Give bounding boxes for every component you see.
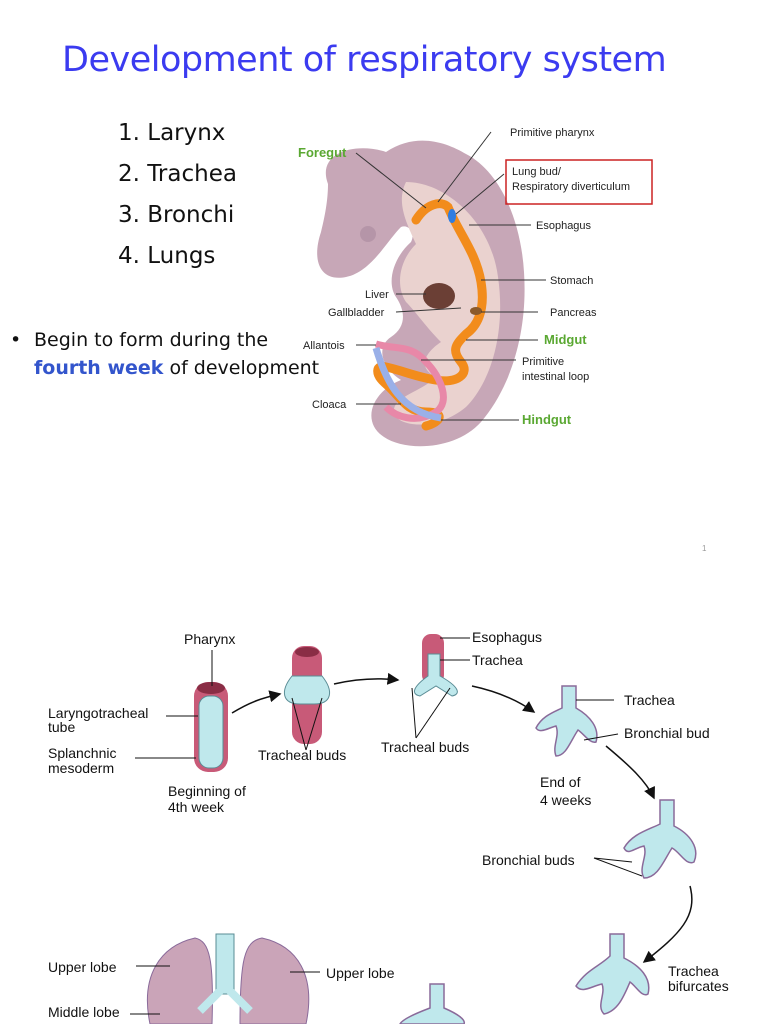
label-tracheal-buds-b: Tracheal buds xyxy=(381,739,469,755)
label-tracheal-buds-a: Tracheal buds xyxy=(258,747,346,763)
bullet-prefix: Begin to form during the xyxy=(34,329,269,351)
label-end-1: End of xyxy=(540,774,581,790)
label-hindgut: Hindgut xyxy=(522,412,572,427)
label-bronchial-buds: Bronchial buds xyxy=(482,852,575,868)
hindgut-tube xyxy=(374,340,447,422)
label-splanchnic-1: Splanchnic xyxy=(48,745,117,761)
bullet-text: Begin to form during the fourth week of d… xyxy=(34,326,334,382)
stage-lobes-forming xyxy=(399,983,466,1024)
stage-lungs xyxy=(146,933,310,1024)
label-end-2: 4 weeks xyxy=(540,792,591,808)
label-lung-bud-2: Respiratory diverticulum xyxy=(512,181,630,193)
stage-tracheal-buds xyxy=(284,646,330,744)
label-cloaca: Cloaca xyxy=(312,399,347,411)
page-number: 1 xyxy=(702,544,707,553)
structure-list: 1. Larynx 2. Trachea 3. Bronchi 4. Lungs xyxy=(118,120,237,284)
label-laryngotracheal-1: Laryngotracheal xyxy=(48,705,148,721)
label-beginning-2: 4th week xyxy=(168,799,225,815)
label-trachea-b: Trachea xyxy=(624,692,675,708)
allantois-tube xyxy=(372,347,442,422)
label-laryngotracheal-2: tube xyxy=(48,719,75,735)
label-primitive-pharynx: Primitive pharynx xyxy=(510,127,595,139)
list-item-lungs: 4. Lungs xyxy=(118,243,216,269)
slide-title: Development of respiratory system xyxy=(62,40,667,80)
list-item-bronchi: 3. Bronchi xyxy=(118,202,235,228)
label-liver: Liver xyxy=(365,289,389,301)
label-esophagus: Esophagus xyxy=(536,220,592,232)
label-midgut: Midgut xyxy=(544,332,587,347)
label-allantois: Allantois xyxy=(303,340,345,352)
label-lung-bud-1: Lung bud/ xyxy=(512,166,562,178)
stage-tube xyxy=(194,682,228,772)
label-foregut: Foregut xyxy=(298,145,347,160)
pancreas-shape xyxy=(470,307,482,315)
lung-development-diagram: Pharynx Laryngotracheal tube Splanchnic … xyxy=(48,629,729,1024)
label-primitive-intestinal-2: intestinal loop xyxy=(522,371,589,383)
list-item-larynx: 1. Larynx xyxy=(118,120,226,146)
label-trachea-a: Trachea xyxy=(472,652,523,668)
lung-bud-shape xyxy=(448,209,456,223)
slide-1: Development of respiratory system 1. Lar… xyxy=(10,40,707,553)
stage-trachea-bifurcates xyxy=(575,933,650,1015)
label-pancreas: Pancreas xyxy=(550,307,597,319)
label-bronchial-bud: Bronchial bud xyxy=(624,725,710,741)
label-upper-lobe-right: Upper lobe xyxy=(326,965,395,981)
stage-bronchial-bud xyxy=(535,685,598,757)
bullet-dot: • xyxy=(10,329,22,351)
embryo-eye xyxy=(360,226,376,242)
label-esophagus-2: Esophagus xyxy=(472,629,542,645)
label-beginning-1: Beginning of xyxy=(168,783,246,799)
list-item-trachea: 2. Trachea xyxy=(118,161,237,187)
liver-shape xyxy=(423,283,455,309)
label-stomach: Stomach xyxy=(550,275,593,287)
stage-bronchial-buds xyxy=(623,799,697,879)
embryo-diagram: Foregut Primitive pharynx Lung bud/ Resp… xyxy=(298,127,653,447)
lung-bud-callout-box xyxy=(505,159,653,205)
label-upper-lobe-left: Upper lobe xyxy=(48,959,117,975)
bullet-suffix: of development xyxy=(163,357,320,379)
label-gallbladder: Gallbladder xyxy=(328,307,385,319)
bullet-highlight: fourth week xyxy=(34,357,164,379)
stage-esophagus-trachea xyxy=(413,634,458,697)
label-middle-lobe: Middle lobe xyxy=(48,1004,120,1020)
label-pharynx: Pharynx xyxy=(184,631,235,647)
label-trachea-bifurcates-2: bifurcates xyxy=(668,978,729,994)
label-trachea-bifurcates-1: Trachea xyxy=(668,963,719,979)
label-primitive-intestinal-1: Primitive xyxy=(522,356,564,368)
label-splanchnic-2: mesoderm xyxy=(48,760,114,776)
